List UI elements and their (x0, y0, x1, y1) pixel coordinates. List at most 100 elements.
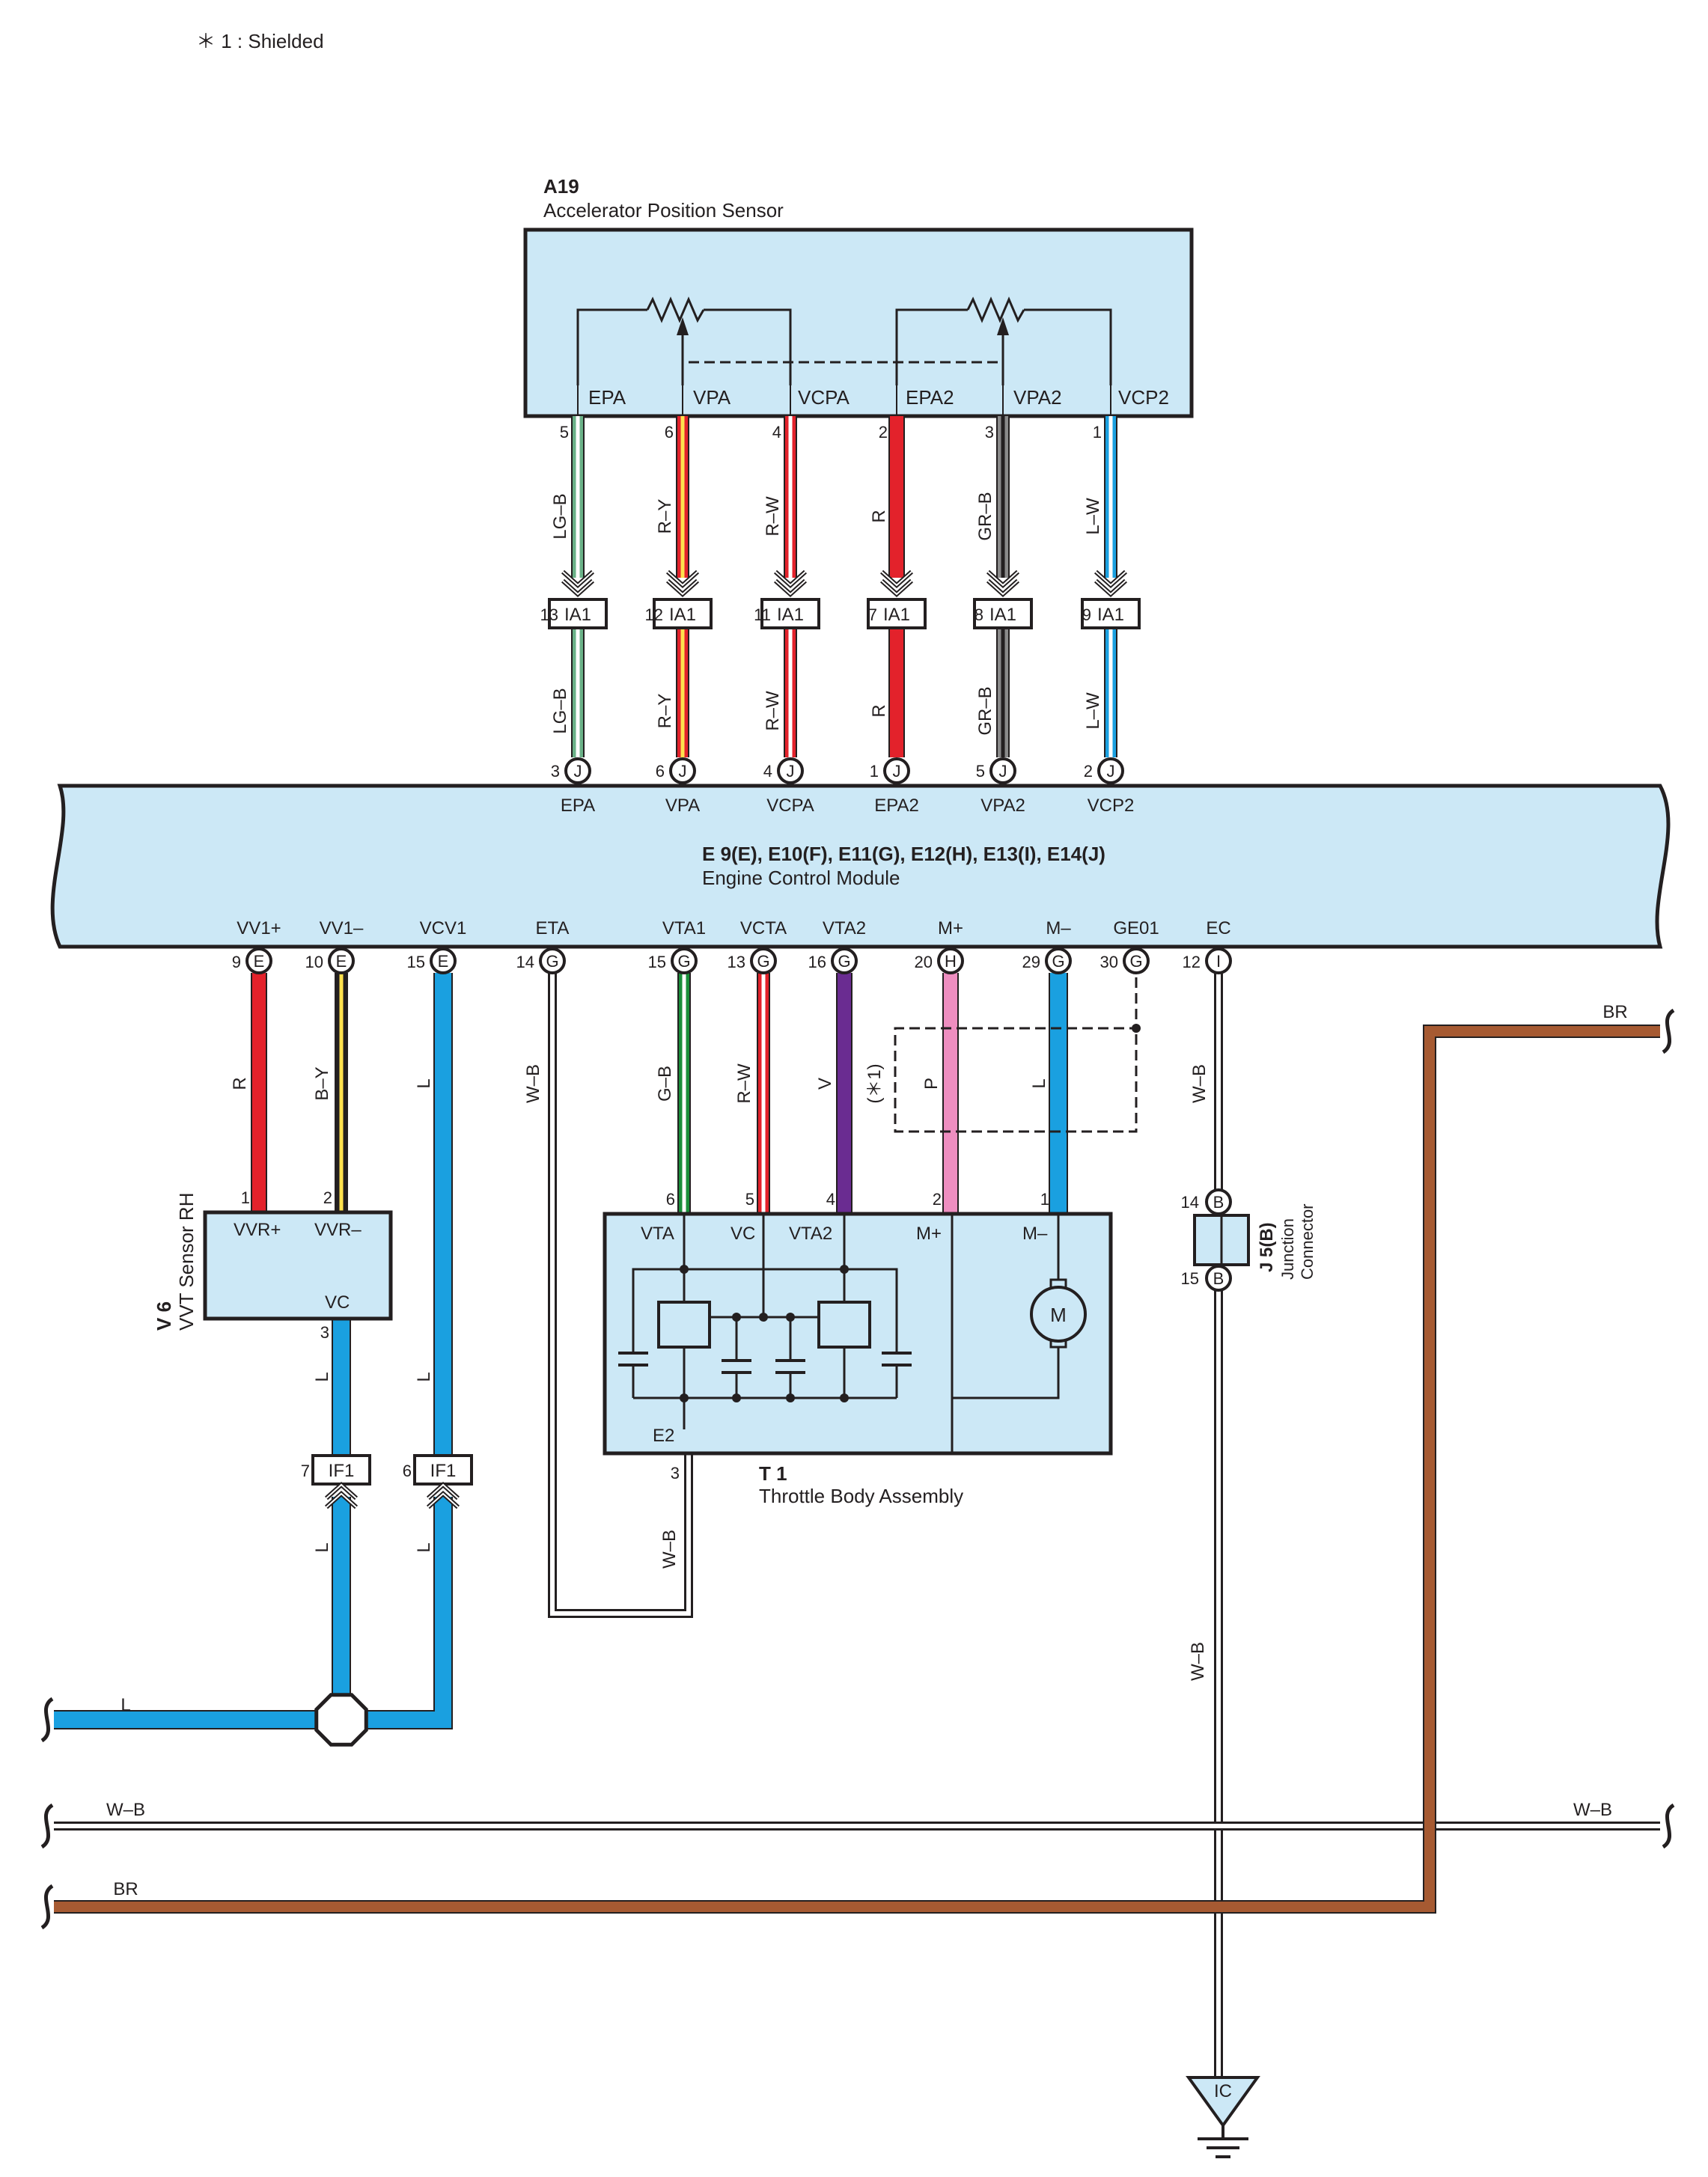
a19-wiper-2-arrow (997, 317, 1009, 335)
ecm-top-terminal: J (669, 757, 696, 784)
terminal-circle (564, 757, 591, 784)
wire-color-label-lower: W–B (1189, 1064, 1210, 1103)
wire-if1-6-below (341, 1497, 453, 1729)
terminal-letter: G (677, 952, 690, 971)
wire-color-label-lower: G–B (655, 1066, 675, 1102)
chevron-highlight (775, 580, 806, 596)
terminal-circle (750, 947, 777, 974)
ia1-pin-number: 8 (975, 605, 983, 624)
shield-note-label: (＊1) (864, 1063, 885, 1103)
ecm-bottom-pin-number: 12 (1183, 953, 1201, 971)
j5-code: J 5(B) (1257, 1222, 1277, 1272)
ecm-bottom-terminal: G (539, 947, 566, 974)
terminal-circle (831, 947, 858, 974)
chevron-highlight (881, 571, 912, 587)
ecm-top-pin-number: 3 (551, 762, 560, 781)
t1-terminal-m-plus: M+ (916, 1224, 942, 1244)
chevron-highlight (1095, 580, 1126, 596)
wire-color-label-upper: R (869, 510, 889, 522)
terminal-circle (671, 947, 698, 974)
ecm-bottom-terminal-label: EC (1206, 918, 1230, 938)
t1-name: Throttle Body Assembly (759, 1485, 963, 1507)
a19-terminal-epa: EPA (588, 386, 626, 409)
bus-label-br-left: BR (113, 1879, 138, 1899)
t1-pin-number: 4 (826, 1190, 835, 1209)
a19-code: A19 (543, 175, 579, 198)
a19-terminal-vpa2: VPA2 (1013, 386, 1062, 409)
j5-pin-number: 15 (1181, 1269, 1199, 1288)
j5-terminal-top: B (1205, 1188, 1232, 1215)
ia1-male-chevron (665, 570, 700, 598)
chevron-highlight (562, 580, 594, 596)
terminal-circle (989, 757, 1016, 784)
ecm-bottom-terminal-label: M+ (938, 918, 963, 938)
wire-color-label-middle: R (869, 704, 889, 717)
t1-sensor-circuit (632, 1214, 898, 1429)
ecm-bottom-pin-number: 9 (232, 953, 241, 971)
terminal-circle (883, 757, 910, 784)
ecm-bottom-pin-number: 15 (407, 953, 425, 971)
ecm-bottom-terminal: E (245, 947, 272, 974)
ia1-male-chevron (879, 570, 914, 598)
a19-terminal-epa2: EPA2 (906, 386, 954, 409)
terminal-circle (937, 947, 964, 974)
chevron-highlight (667, 571, 698, 587)
wire-color-label-middle: R–W (763, 691, 783, 731)
ecm-bottom-pin-number: 14 (516, 953, 534, 971)
ecm-bottom-terminal-label: VTA1 (662, 918, 706, 938)
a19-pin-number: 6 (665, 423, 674, 442)
wire-color-label-upper: L–W (1083, 498, 1103, 535)
ecm-bottom-terminal: G (750, 947, 777, 974)
ecm-top-terminal-label: EPA (561, 796, 595, 816)
ground-ic: IC (1186, 2076, 1260, 2158)
t1-pin-number: 5 (745, 1190, 754, 1209)
v6-name: VVT Sensor RH (175, 1193, 198, 1331)
ecm-top-terminal: J (1097, 757, 1124, 784)
v6-body (203, 1210, 393, 1321)
connector-label: IF1 (329, 1461, 355, 1481)
a19-potentiometer-2 (895, 296, 1112, 385)
ecm-top-terminal: J (564, 757, 591, 784)
terminal-letter: G (1052, 952, 1064, 971)
v6-terminal-vvr-minus: VVR– (314, 1220, 362, 1240)
if1-chevron (324, 1481, 359, 1509)
terminal-circle (1205, 1188, 1232, 1215)
chevron-highlight (427, 1492, 459, 1508)
ecm-bottom-terminal-label: VCV1 (420, 918, 467, 938)
ecm-bottom-pin-number: 13 (728, 953, 745, 971)
diagram-overlays: IA1J5133LG–BLG–BIA1J6126R–YR–YIA1J4114R–… (40, 423, 1675, 1930)
terminal-letter: B (1213, 1269, 1224, 1288)
wire-color-label-lower: B–Y (312, 1066, 332, 1100)
ecm-bottom-terminal: H (937, 947, 964, 974)
connector-box (653, 598, 713, 629)
ecm-bottom-terminal-label: VCTA (740, 918, 787, 938)
connector-label: IA1 (669, 605, 696, 625)
bus-end-bracket-left-br (40, 1884, 54, 1930)
connector-label: IA1 (777, 605, 804, 625)
terminal-circle (1097, 757, 1124, 784)
wire-color-label-lower: L (414, 1078, 434, 1088)
a19-pin-number: 1 (1093, 423, 1102, 442)
t1-pin-number: 6 (666, 1190, 675, 1209)
chevron-highlight (667, 580, 698, 596)
v6-pin-number: 2 (323, 1188, 332, 1207)
terminal-letter: E (438, 952, 449, 971)
ia1-pin-number: 7 (868, 605, 877, 624)
ecm-top-terminal-label: VPA (665, 796, 700, 816)
terminal-letter: J (679, 762, 687, 781)
a19-potentiometer-1 (576, 296, 792, 385)
motor-icon (1030, 1286, 1087, 1343)
chevron-highlight (987, 571, 1019, 587)
j5-terminal-bottom: B (1205, 1265, 1232, 1292)
t1-code: T 1 (759, 1462, 787, 1485)
wire-color-label-lower: V (815, 1078, 835, 1090)
chevron-highlight (775, 571, 806, 587)
t1-terminal-vta2: VTA2 (789, 1224, 832, 1244)
wire-color-label-e2: W–B (659, 1530, 680, 1569)
a19-terminal-vcp2: VCP2 (1118, 386, 1169, 409)
bus-label-wb-right: W–B (1573, 1800, 1612, 1820)
connector-box (867, 598, 927, 629)
ground-icon (1198, 2125, 1248, 2158)
